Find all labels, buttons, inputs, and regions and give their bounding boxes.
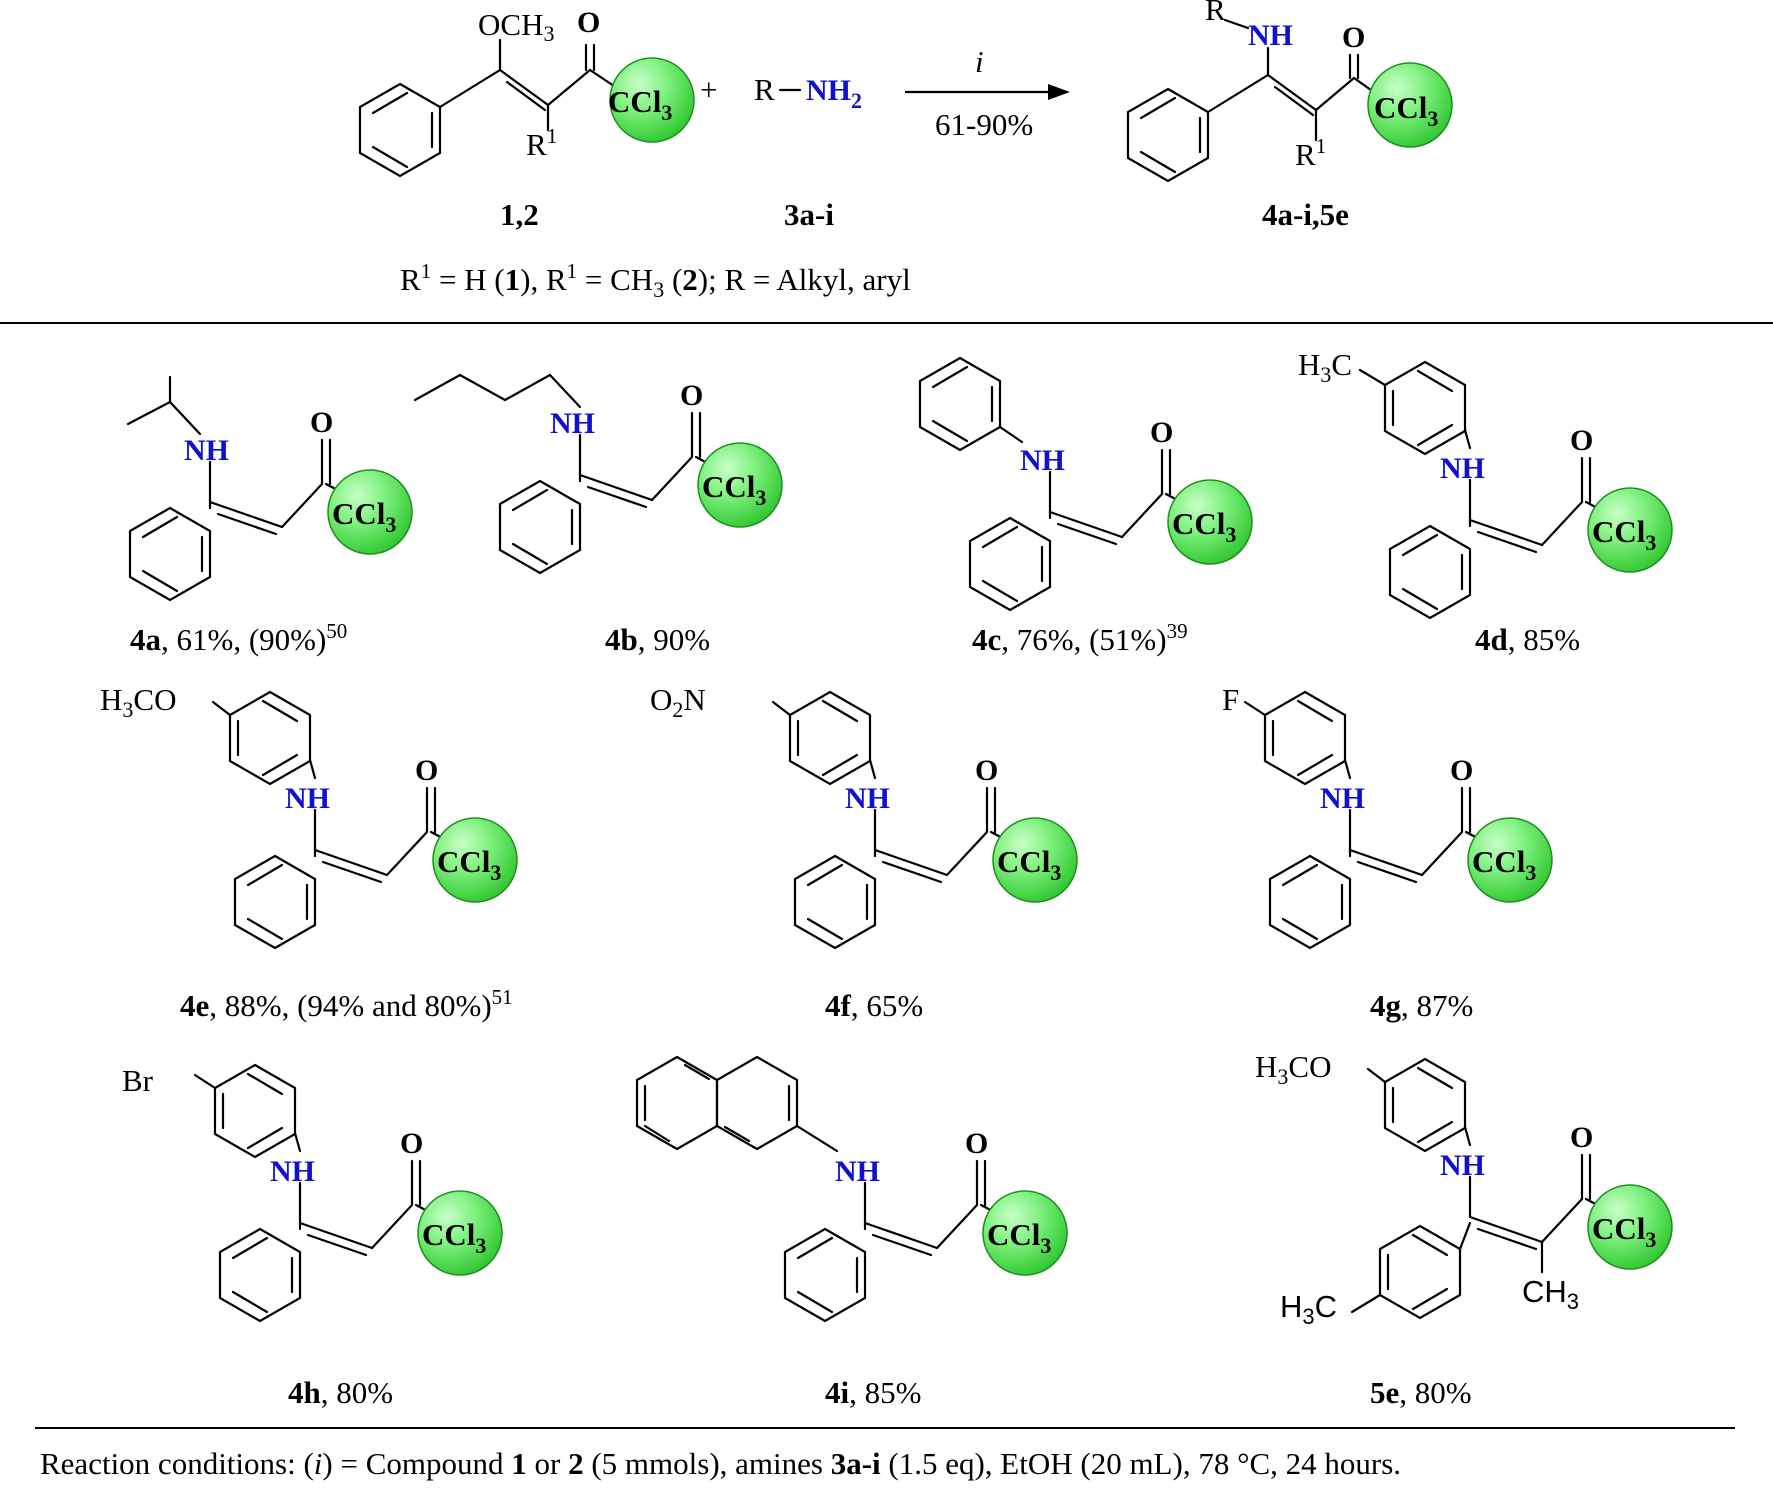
plus-sign: + (700, 72, 717, 107)
svg-text:NH: NH (550, 407, 595, 440)
compound-5e-structure: NH O CCl3 H3CO H3C CH3 (1255, 1049, 1673, 1329)
product-structure: R NH O CCl3 R1 (1126, 0, 1453, 183)
compound-4d-structure: NH O CCl3 H3C (1298, 347, 1673, 618)
compound-4f-caption: 4f, 65% (825, 988, 923, 1023)
svg-text:O: O (415, 754, 438, 787)
compound-4c-caption: 4c, 76%, (51%)39 (972, 619, 1188, 657)
svg-text:CCl3: CCl3 (422, 1217, 486, 1258)
svg-text:H3C: H3C (1280, 1289, 1337, 1329)
svg-text:O: O (1150, 416, 1173, 449)
compound-4c-structure: NH O CCl3 (918, 356, 1253, 610)
svg-text:O2N: O2N (650, 682, 706, 722)
svg-text:CCl3: CCl3 (997, 844, 1061, 885)
svg-text:CCl3: CCl3 (437, 844, 501, 885)
svg-text:CCl3: CCl3 (987, 1217, 1051, 1258)
svg-text:CCl3: CCl3 (332, 496, 396, 537)
reactant-structure: OCH3 O CCl3 R1 (358, 6, 695, 178)
svg-text:O: O (1570, 424, 1593, 457)
svg-text:CH3: CH3 (1522, 1274, 1579, 1314)
svg-text:O: O (680, 379, 703, 412)
product-label: 4a-i,5e (1262, 197, 1349, 232)
svg-text:CCl3: CCl3 (1374, 90, 1438, 131)
compound-4d-caption: 4d, 85% (1475, 622, 1580, 657)
svg-text:F: F (1222, 682, 1239, 717)
compound-4g-caption: 4g, 87% (1370, 988, 1473, 1023)
reaction-arrow: i 61-90% (905, 44, 1070, 142)
compound-4h-structure: NH O CCl3 Br (122, 1063, 503, 1321)
compound-4h-caption: 4h, 80% (288, 1375, 393, 1410)
svg-text:O: O (1570, 1121, 1593, 1154)
svg-text:H3C: H3C (1298, 347, 1352, 387)
svg-text:R1: R1 (1295, 134, 1326, 172)
svg-text:O: O (975, 754, 998, 787)
svg-text:CCl3: CCl3 (1592, 514, 1656, 555)
svg-text:NH: NH (1248, 19, 1293, 52)
compound-4e-structure: NH O CCl3 H3CO (100, 682, 518, 948)
svg-text:H3CO: H3CO (1255, 1049, 1331, 1089)
compound-4b-structure: NH O CCl3 (413, 373, 783, 573)
r1-label: R (526, 127, 547, 162)
svg-text:NH: NH (285, 782, 330, 815)
svg-text:R: R (1205, 0, 1226, 27)
svg-text:NH: NH (184, 434, 229, 467)
svg-text:CCl3: CCl3 (1472, 844, 1536, 885)
compound-4i-caption: 4i, 85% (825, 1375, 921, 1410)
compound-4e-caption: 4e, 88%, (94% and 80%)51 (180, 985, 513, 1023)
svg-text:R: R (754, 72, 775, 107)
svg-text:NH: NH (1440, 1149, 1485, 1182)
compound-5e-caption: 5e, 80% (1370, 1375, 1472, 1410)
svg-text:NH: NH (1020, 444, 1065, 477)
oxygen-label: O (577, 6, 600, 39)
svg-text:OCH3: OCH3 (478, 7, 554, 46)
svg-text:O: O (1450, 754, 1473, 787)
svg-text:NH2: NH2 (806, 74, 862, 113)
svg-text:NH: NH (1440, 452, 1485, 485)
substituent-definition: R1 = H (1), R1 = CH3 (2); R = Alkyl, ary… (400, 259, 911, 302)
reactant-label: 1,2 (500, 197, 539, 232)
svg-text:CCl3: CCl3 (1172, 506, 1236, 547)
svg-text:O: O (400, 1127, 423, 1160)
arrow-yield: 61-90% (935, 107, 1033, 142)
svg-text:NH: NH (835, 1155, 880, 1188)
svg-text:CCl3: CCl3 (1592, 1211, 1656, 1252)
svg-text:O: O (310, 406, 333, 439)
svg-text:H3CO: H3CO (100, 682, 176, 722)
svg-text:CCl3: CCl3 (608, 84, 672, 125)
amine-structure: R NH2 (754, 72, 862, 113)
compound-4a-structure: NH O CCl3 (126, 375, 413, 600)
methoxy-label: OCH (478, 7, 543, 42)
compound-4g-structure: NH O CCl3 F (1222, 682, 1553, 948)
svg-text:CCl3: CCl3 (702, 469, 766, 510)
svg-text:Br: Br (122, 1063, 154, 1098)
svg-text:NH: NH (270, 1155, 315, 1188)
compound-4f-structure: NH O CCl3 O2N (650, 682, 1078, 948)
svg-text:R1: R1 (526, 124, 557, 162)
svg-text:O: O (965, 1127, 988, 1160)
arrow-condition: i (975, 44, 984, 79)
reaction-conditions: Reaction conditions: (i) = Compound 1 or… (40, 1446, 1401, 1481)
svg-text:NH: NH (845, 782, 890, 815)
compound-4a-caption: 4a, 61%, (90%)50 (130, 619, 347, 657)
compound-4b-caption: 4b, 90% (605, 622, 710, 657)
svg-text:NH: NH (1320, 782, 1365, 815)
compound-4i-structure: NH O CCl3 (635, 1055, 1068, 1321)
amine-label: 3a-i (784, 197, 834, 232)
svg-text:O: O (1342, 21, 1365, 54)
